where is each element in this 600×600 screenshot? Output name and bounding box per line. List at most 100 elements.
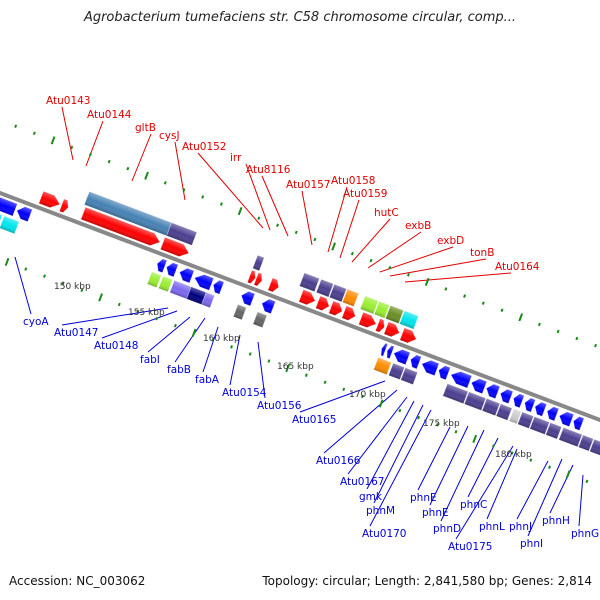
forward-gene-shade [247,270,256,284]
leader-line [323,389,398,454]
forward-tick [350,251,354,256]
ruler-tick-label: 155 kbp [128,308,165,318]
gene-label-forward: exbB [405,220,431,232]
forward-tick [32,131,36,136]
reverse-gene-shade [194,274,214,291]
forward-tick [537,322,541,327]
leader-line [299,380,386,413]
leader-line [339,199,360,259]
forward-gene-shade [375,318,385,333]
forward-gene-shade [329,284,347,302]
gene-tracks [0,124,600,484]
gene-label-reverse: cyoA [23,316,49,328]
reverse-tick [43,274,46,278]
forward-gene-shade [253,272,262,286]
leader-lines [14,106,584,540]
forward-gene-shade [267,277,279,292]
reverse-tick [548,465,551,469]
gene-label-reverse: Atu0154 [222,387,267,399]
forward-gene-shade [298,289,316,305]
ruler-tick-label: 175 kbp [423,419,460,429]
leader-line [202,326,219,373]
leader-line [578,474,584,527]
reverse-gene-shade [524,398,536,413]
ruler-tick-label: 165 kbp [277,362,314,372]
gene-label-reverse: Atu0148 [94,340,139,352]
gene-label-reverse: fabI [140,354,160,366]
reverse-gene-shade [0,215,20,234]
gene-label-reverse: Atu0166 [316,455,361,467]
reverse-gene-shade [158,276,173,292]
forward-tick [388,266,392,270]
reverse-gene-shade [486,384,500,399]
forward-tick [50,136,56,145]
reverse-gene-shade [535,402,547,417]
summary-text: Topology: circular; Length: 2,841,580 bp… [262,574,592,588]
reverse-tick [417,415,421,420]
reverse-tick [98,293,103,302]
leader-line [389,258,487,277]
reverse-tick [510,451,514,455]
gene-label-reverse: phnH [542,515,570,527]
forward-tick [89,152,92,157]
forward-gene-shade [160,237,189,257]
reverse-gene-shade [373,357,392,375]
reverse-gene-shade [529,416,550,435]
leader-line [257,341,266,399]
gene-label-reverse: phnE [410,492,437,504]
forward-gene-shade [84,191,172,236]
forward-tick [182,188,186,192]
reverse-tick [230,345,233,349]
reverse-tick [155,316,159,321]
forward-tick [14,124,18,128]
reverse-gene-shade [166,262,179,277]
reverse-tick [323,380,327,385]
reverse-tick [136,309,140,314]
leader-line [417,426,451,491]
gene-label-forward: Atu0164 [495,261,540,273]
forward-gene-shade [299,272,320,292]
reverse-tick [398,408,402,413]
reverse-gene-shade [509,408,522,424]
leader-line [301,190,313,246]
gene-label-reverse: Atu0175 [448,541,493,553]
forward-gene-shade [252,255,265,271]
gene-label-reverse: phnE [422,507,449,519]
reverse-gene-shade [496,403,513,421]
ruler-tick-label: 150 kbp [54,282,91,292]
gene-label-reverse: phnC [460,499,487,511]
forward-tick [444,287,448,291]
reverse-tick [491,444,495,448]
reverse-gene-shade [558,427,583,447]
reverse-gene-shade [400,367,418,385]
gene-label-forward: Atu0152 [182,141,227,153]
reverse-tick [585,479,589,484]
gene-label-forward: tonB [470,247,494,259]
forward-tick [163,181,167,185]
reverse-gene-shade [388,363,405,380]
forward-gene-shade [328,300,343,316]
forward-gene-shade [315,295,330,311]
gene-label-forward: Atu0144 [87,109,132,121]
leader-line [229,334,241,386]
forward-gene-shade [383,321,400,337]
reverse-gene-shade [381,343,388,357]
leader-line [14,256,32,315]
reverse-gene-shade [471,378,487,394]
reverse-gene-shade [464,391,486,411]
reverse-gene-shade [500,389,513,404]
forward-tick [518,313,524,322]
reverse-gene-shade [442,383,469,404]
forward-gene-shade [342,289,359,307]
gene-label-reverse: Atu0167 [340,476,385,488]
forward-tick [107,159,111,164]
reverse-gene-shade [547,406,559,421]
forward-tick [424,277,430,287]
forward-tick [237,207,243,216]
reverse-gene-shade [179,268,195,283]
leader-line [379,246,454,273]
forward-tick [70,145,74,150]
forward-gene-shade [80,207,160,246]
